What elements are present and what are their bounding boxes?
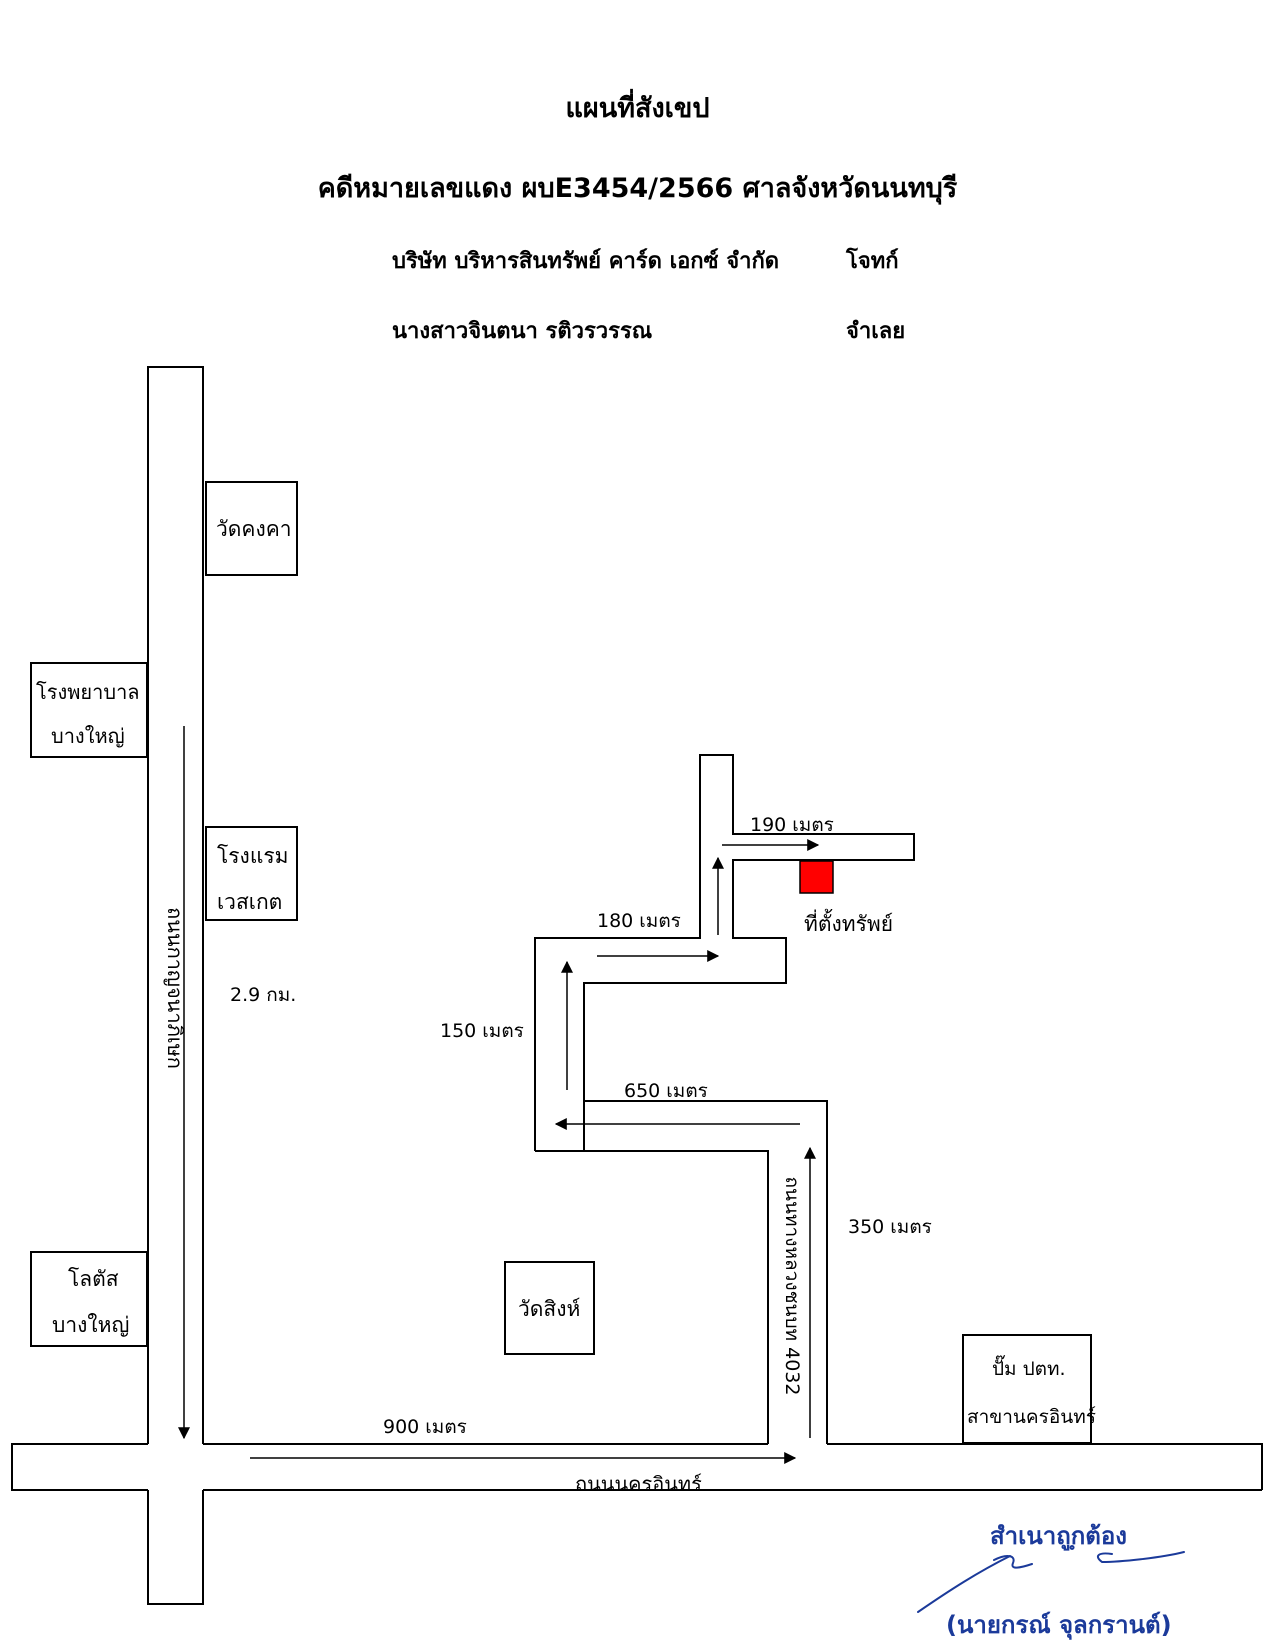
wat-khongkha-box: วัดคงคา — [205, 481, 298, 576]
hospital-box: โรงพยาบาล บางใหญ่ — [30, 662, 148, 758]
map-title: แผนที่สังเขป — [565, 93, 710, 124]
distance-2-9km: 2.9 กม. — [230, 984, 297, 1006]
ptt-station-box: ปั๊ม ปตท. สาขานครอินทร์ — [962, 1334, 1096, 1444]
distance-350m: 350 เมตร — [848, 1216, 932, 1238]
highway-4032-label: ถนนทางหลวงชนบท 4032 — [781, 1176, 803, 1396]
defendant-role: จำเลย — [846, 319, 906, 344]
certified-copy-stamp: สำเนาถูกต้อง — [990, 1522, 1127, 1550]
soi-route-road — [534, 754, 915, 1444]
hotel-westgate-box: โรงแรม เวสเกต — [205, 826, 298, 921]
signature-drawing — [917, 1545, 1185, 1613]
case-number: คดีหมายเลขแดง ผบE3454/2566 ศาลจังหวัดนนท… — [317, 173, 958, 204]
kanchanaphisek-road-label: ถนนกาญจนาภิเษก — [163, 907, 187, 1069]
plaintiff-role: โจทก์ — [846, 249, 899, 274]
lotus-box: โลตัส บางใหญ่ — [30, 1251, 148, 1347]
lotus-label-line2: บางใหญ่ — [52, 1313, 130, 1337]
property-location-label: ที่ตั้งทรัพย์ — [804, 912, 894, 936]
lotus-label-line1: โลตัส — [68, 1267, 119, 1291]
plaintiff-name: บริษัท บริหารสินทรัพย์ คาร์ด เอกซ์ จำกัด — [392, 249, 780, 274]
ptt-label-line1: ปั๊ม ปตท. — [992, 1358, 1066, 1380]
distance-650m: 650 เมตร — [624, 1080, 708, 1102]
distance-190m: 190 เมตร — [750, 814, 834, 836]
wat-khongkha-label: วัดคงคา — [216, 517, 292, 541]
hotel-label-line2: เวสเกต — [217, 890, 283, 914]
wat-sing-box: วัดสิงห์ — [504, 1261, 595, 1355]
kanchanaphisek-road — [147, 366, 204, 1605]
nakhon-in-road-label: ถนนนครอินทร์ — [575, 1472, 702, 1496]
ptt-label-line2: สาขานครอินทร์ — [967, 1406, 1096, 1428]
wat-sing-label: วัดสิงห์ — [518, 1297, 581, 1321]
hospital-label-line2: บางใหญ่ — [51, 724, 125, 748]
distance-180m: 180 เมตร — [597, 910, 681, 932]
certifier-name: (นายกรณ์ จุลกรานต์) — [946, 1611, 1172, 1639]
route-arrows — [178, 726, 820, 1464]
distance-150m: 150 เมตร — [440, 1020, 524, 1042]
defendant-name: นางสาวจินตนา รติวรวรรณ — [392, 319, 653, 344]
distance-900m: 900 เมตร — [383, 1416, 467, 1438]
property-location-marker — [799, 860, 834, 894]
nakhon-in-road — [11, 1443, 1263, 1491]
hotel-label-line1: โรงแรม — [217, 844, 289, 868]
hospital-label-line1: โรงพยาบาล — [36, 680, 140, 704]
